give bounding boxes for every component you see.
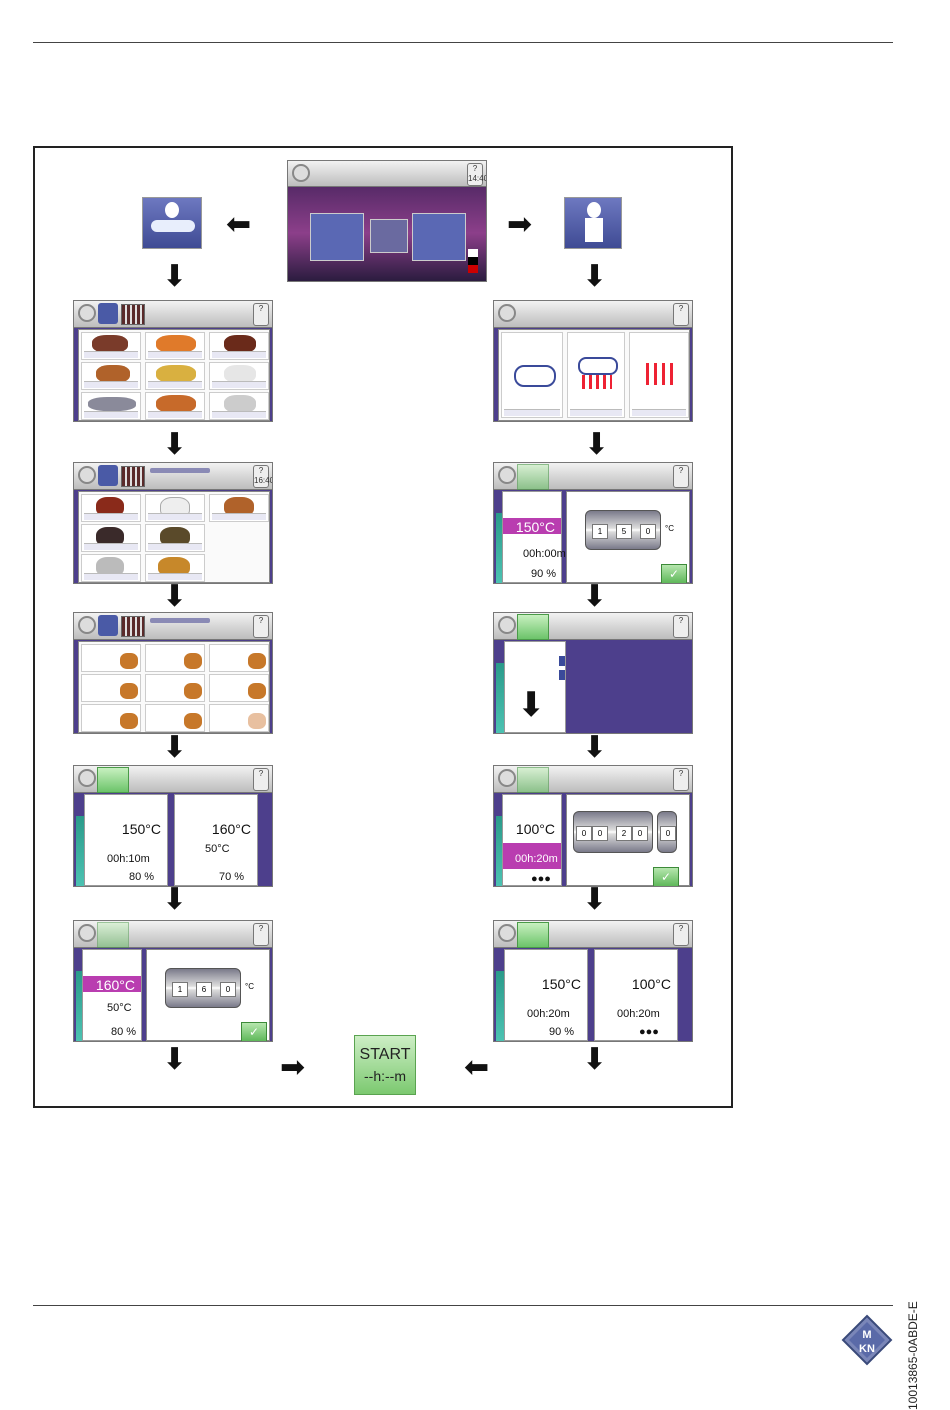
category-screen: ? — [73, 300, 273, 422]
top-rule — [33, 42, 893, 43]
step-card: 150°C 00h:10m 80 % — [84, 794, 168, 886]
unit-label: °C — [245, 982, 254, 991]
autochef-icon — [142, 197, 202, 249]
hot-air-icon[interactable] — [646, 363, 674, 385]
humidity-value: 70 % — [219, 871, 244, 883]
temperature-picker[interactable]: 1 6 0 — [165, 968, 241, 1008]
arrow-down-icon: ⬇ — [162, 733, 187, 763]
document-id: 10013865-0ABDE-E — [906, 1301, 920, 1410]
manual-chef-tile[interactable] — [412, 213, 466, 261]
svg-text:M: M — [862, 1329, 871, 1341]
program-steps-screen: ? 150°C 00h:10m 80 % 160°C 50°C 70 % — [73, 765, 273, 887]
arrow-down-icon: ⬇ — [582, 733, 607, 763]
confirm-button[interactable]: ✓ — [653, 867, 679, 887]
arrow-down-icon: ⬇ — [582, 582, 607, 612]
temperature-value: 150°C — [122, 821, 161, 837]
main-screen: ?14:40 — [287, 160, 487, 282]
humidity-value: 80 % — [129, 871, 154, 883]
program-steps-screen: ? 150°C 00h:20m 90 % 100°C 00h:20m ●●● — [493, 920, 693, 1042]
temperature-value: 150°C — [516, 519, 555, 535]
combi-steam-icon[interactable] — [578, 357, 618, 375]
mode-screen: ? — [493, 300, 693, 422]
time-value: 00h:20m — [527, 1008, 570, 1020]
arrow-left-icon: ⬅ — [464, 1053, 489, 1083]
arrow-right-icon: ➡ — [280, 1053, 305, 1083]
arrow-down-icon: ⬇ — [162, 262, 187, 292]
time-value: 00h:20m — [617, 1008, 660, 1020]
time-picker[interactable]: 0 0 2 0 — [573, 811, 653, 853]
poultry-screen: ?16:40 — [73, 462, 273, 584]
arrow-down-icon: ⬇ — [582, 1045, 607, 1075]
svg-text:KN: KN — [859, 1343, 875, 1355]
time-setting-screen: ? 100°C 00h:20m ●●● 0 0 2 0 0 ✓ — [493, 765, 693, 887]
temperature-value: 160°C — [212, 821, 251, 837]
step-card: 150°C 00h:00m 90 % — [502, 491, 562, 583]
oven-tile[interactable] — [370, 219, 408, 253]
bottom-rule — [33, 1305, 893, 1306]
arrow-down-icon: ⬇ — [582, 885, 607, 915]
arrow-right-icon: ➡ — [507, 210, 532, 240]
autochef-tile[interactable] — [310, 213, 364, 261]
arrow-down-icon[interactable]: ⬇ — [517, 688, 546, 722]
flag-icon — [468, 249, 478, 273]
manual-chef-icon — [564, 197, 622, 249]
humidity-value: 80 % — [111, 1026, 136, 1038]
humidity-value: 90 % — [549, 1026, 574, 1038]
step-card: 100°C 00h:20m ●●● — [594, 949, 678, 1041]
temperature-value: 100°C — [516, 821, 555, 837]
step-card: 160°C 50°C 70 % — [174, 794, 258, 886]
temperature-picker[interactable]: 1 5 0 — [585, 510, 661, 550]
unit-label: °C — [665, 524, 674, 533]
arrow-down-icon: ⬇ — [162, 430, 187, 460]
confirm-button[interactable]: ✓ — [661, 564, 687, 584]
temperature-value: 150°C — [542, 976, 581, 992]
time-value: 00h:00m — [523, 548, 566, 560]
time-value: 00h:10m — [107, 853, 150, 865]
humidity-value: 90 % — [531, 568, 556, 580]
step-card: 150°C 00h:20m 90 % — [504, 949, 588, 1041]
temperature-value: 100°C — [632, 976, 671, 992]
temperature-setting-screen: ? 150°C 00h:00m 90 % 1 5 0 °C ✓ — [493, 462, 693, 584]
arrow-down-icon: ⬇ — [584, 430, 609, 460]
step-options-card: ⬇ — [504, 641, 566, 733]
time-value: 00h:20m — [515, 853, 558, 865]
arrow-down-icon: ⬇ — [162, 1045, 187, 1075]
core-temp-value: 50°C — [107, 1002, 132, 1014]
humidity-value: ●●● — [639, 1026, 659, 1038]
arrow-down-icon: ⬇ — [162, 582, 187, 612]
step-card: 100°C 00h:20m ●●● — [502, 794, 562, 886]
arrow-down-icon: ⬇ — [162, 885, 187, 915]
recipe-screen: ? — [73, 612, 273, 734]
arrow-left-icon: ⬅ — [226, 210, 251, 240]
arrow-down-icon: ⬇ — [582, 262, 607, 292]
add-step-screen: ? ⬇ — [493, 612, 693, 734]
humidity-value: ●●● — [531, 873, 551, 885]
mkn-logo: M KN — [841, 1314, 893, 1366]
step-card: 160°C 50°C 80 % — [82, 949, 142, 1041]
steam-cloud-icon[interactable] — [514, 365, 556, 387]
start-button[interactable]: START --h:--m — [354, 1035, 416, 1095]
temperature-value: 160°C — [96, 977, 135, 993]
confirm-button[interactable]: ✓ — [241, 1022, 267, 1042]
core-temp-value: 50°C — [205, 843, 230, 855]
start-label: START — [355, 1046, 415, 1064]
start-time: --h:--m — [355, 1068, 415, 1084]
core-temp-setting-screen: ? 160°C 50°C 80 % 1 6 0 °C ✓ — [73, 920, 273, 1042]
